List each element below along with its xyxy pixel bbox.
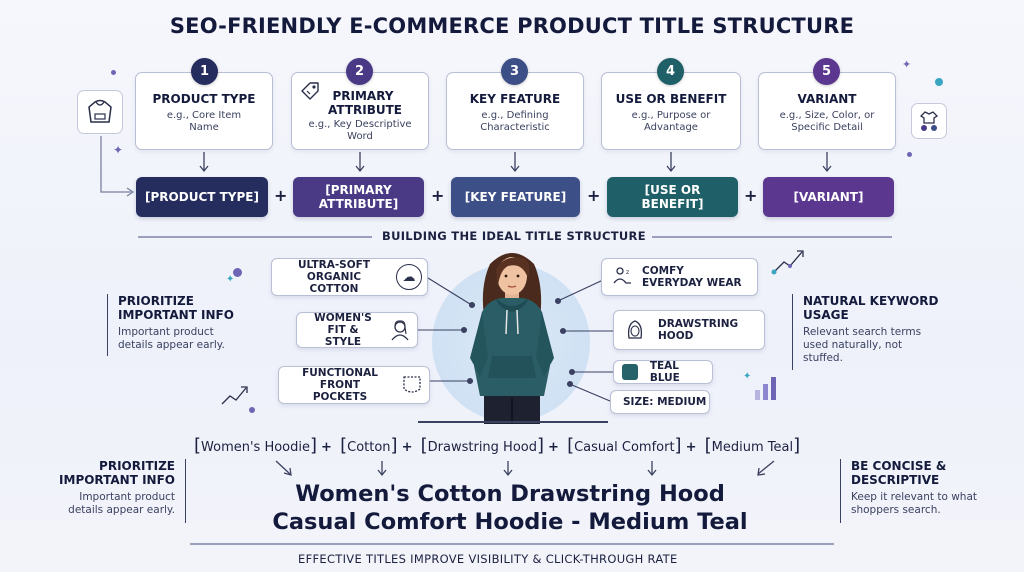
- formula-part: Casual Comfort: [574, 440, 675, 455]
- feature-label: COMFY EVERYDAY WEAR: [642, 265, 742, 289]
- hood-icon: [622, 317, 648, 343]
- formula-part: Drawstring Hood: [427, 440, 537, 455]
- step-desc: e.g., Purpose or Advantage: [631, 110, 711, 133]
- final-title-line1: Women's Cotton Drawstring Hood: [295, 481, 725, 507]
- chip-product-type: [PRODUCT TYPE]: [136, 177, 268, 217]
- pocket-icon: [399, 372, 425, 398]
- step-title: USE OR BENEFIT: [615, 92, 727, 106]
- footer-line: [190, 543, 834, 545]
- plus-sign: +: [685, 440, 697, 455]
- trend-line-icon: [221, 386, 255, 413]
- connector-arrow: [100, 136, 135, 197]
- side-note-heading: PRIORITIZE IMPORTANT INFO: [118, 294, 234, 322]
- down-arrows: [199, 152, 832, 173]
- formula-part: Women's Hoodie: [201, 440, 311, 455]
- side-note-heading: NATURAL KEYWORD USAGE: [803, 294, 939, 322]
- model-in-hoodie-illustration: [470, 253, 554, 424]
- side-note-right-top: NATURAL KEYWORD USAGE Relevant search te…: [792, 294, 952, 370]
- svg-text:z: z: [626, 269, 629, 276]
- footer-text: EFFECTIVE TITLES IMPROVE VISIBILITY & CL…: [298, 552, 678, 566]
- decor-dot: [233, 268, 242, 277]
- step-desc: e.g., Defining Characteristic: [480, 110, 550, 133]
- plus-sign: +: [431, 186, 445, 205]
- plus-sign: +: [401, 440, 413, 455]
- chip-primary-attribute: [PRIMARY ATTRIBUTE]: [293, 177, 424, 217]
- step-desc: e.g., Size, Color, or Specific Detail: [779, 110, 875, 133]
- decor-sparkle-icon: ✦: [113, 143, 124, 157]
- feature-connectors: [418, 277, 613, 402]
- step-box-product-type: PRODUCT TYPE e.g., Core Item Name: [135, 72, 273, 150]
- feature-label: DRAWSTRING HOOD: [658, 318, 739, 342]
- formula-part: Cotton: [347, 440, 391, 455]
- decor-dot: [907, 152, 912, 157]
- feature-pill-size: SIZE: MEDIUM: [610, 390, 710, 414]
- feature-label: TEAL BLUE: [649, 360, 680, 384]
- feature-pill-fit: WOMEN'S FIT & STYLE: [296, 312, 418, 348]
- woman-icon: [387, 317, 413, 343]
- step-number-badge: 4: [657, 58, 684, 85]
- chip-key-feature: [KEY FEATURE]: [451, 177, 580, 217]
- decor-sparkle-icon: ✦: [902, 58, 912, 71]
- step-desc: e.g., Core Item Name: [166, 110, 242, 133]
- decor-dot: [935, 78, 943, 86]
- formula-arrows: [275, 460, 775, 477]
- plus-sign: +: [274, 186, 288, 205]
- comfy-wear-icon: z: [610, 264, 636, 290]
- side-note-left-bottom: PRIORITIZE IMPORTANT INFO Important prod…: [42, 459, 186, 523]
- side-note-left-top: PRIORITIZE IMPORTANT INFO Important prod…: [107, 294, 257, 356]
- plus-sign: +: [321, 440, 332, 455]
- teal-swatch-icon: [622, 364, 638, 380]
- step-number-badge: 2: [346, 58, 373, 85]
- step-desc: e.g., Key Descriptive Word: [308, 119, 412, 142]
- chip-use-or-benefit: [USE OR BENEFIT]: [607, 177, 738, 217]
- variant-swatch-icon: [911, 103, 947, 139]
- tag-icon: [299, 80, 321, 102]
- ground-line: [418, 421, 608, 423]
- bar-chart-icon: [755, 377, 776, 400]
- step-number-badge: 5: [813, 58, 840, 85]
- plus-sign: +: [548, 440, 559, 455]
- divider-line: [138, 236, 372, 238]
- step-number-badge: 1: [191, 58, 218, 85]
- decor-sparkle-icon: ✦: [743, 371, 752, 382]
- step-box-key-feature: KEY FEATURE e.g., Defining Characteristi…: [446, 72, 584, 150]
- feature-label: ULTRA-SOFT ORGANIC COTTON: [297, 259, 371, 295]
- side-note-heading: PRIORITIZE IMPORTANT INFO: [59, 459, 175, 487]
- step-title: VARIANT: [797, 92, 857, 106]
- side-note-heading: BE CONCISE & DESCRIPTIVE: [851, 459, 947, 487]
- step-title: PRIMARY ATTRIBUTE: [328, 89, 402, 117]
- formula-part: Medium Teal: [711, 440, 794, 455]
- cotton-icon: ☁: [396, 264, 422, 290]
- page-title: SEO-FRIENDLY E-COMMERCE PRODUCT TITLE ST…: [169, 14, 855, 38]
- side-note-desc: Relevant search terms used naturally, no…: [803, 326, 922, 364]
- step-box-use-or-benefit: USE OR BENEFIT e.g., Purpose or Advantag…: [601, 72, 741, 150]
- feature-pill-comfy: z COMFY EVERYDAY WEAR: [601, 258, 758, 296]
- side-note-desc: Important product details appear early.: [68, 491, 175, 516]
- growth-chart-icon: [771, 250, 804, 275]
- feature-label: FUNCTIONAL FRONT POCKETS: [302, 367, 378, 403]
- step-title: PRODUCT TYPE: [152, 92, 256, 106]
- decor-sparkle-icon: ✦: [226, 274, 235, 285]
- feature-pill-color: TEAL BLUE: [613, 360, 713, 384]
- title-formula: [Women's Hoodie]+ [Cotton]+ [Drawstring …: [194, 435, 801, 456]
- feature-pill-cotton: ULTRA-SOFT ORGANIC COTTON ☁: [271, 258, 428, 296]
- step-title: KEY FEATURE: [469, 92, 561, 106]
- step-number-badge: 3: [501, 58, 528, 85]
- feature-label: SIZE: MEDIUM: [623, 396, 707, 408]
- decor-dot: [111, 70, 116, 75]
- feature-label: WOMEN'S FIT & STYLE: [314, 312, 372, 348]
- final-title-line2: Casual Comfort Hoodie - Medium Teal: [272, 509, 748, 535]
- plus-sign: +: [587, 186, 601, 205]
- plus-sign: +: [744, 186, 758, 205]
- feature-pill-pockets: FUNCTIONAL FRONT POCKETS: [278, 366, 430, 404]
- side-note-desc: Keep it relevant to what shoppers search…: [851, 491, 978, 516]
- side-note-desc: Important product details appear early.: [118, 326, 225, 351]
- step-box-variant: VARIANT e.g., Size, Color, or Specific D…: [758, 72, 896, 150]
- section-subheading: BUILDING THE IDEAL TITLE STRUCTURE: [382, 229, 646, 243]
- side-note-right-bottom: BE CONCISE & DESCRIPTIVE Keep it relevan…: [840, 459, 990, 523]
- divider-line: [652, 236, 892, 238]
- hoodie-icon: [77, 90, 123, 134]
- feature-pill-hood: DRAWSTRING HOOD: [613, 310, 765, 350]
- chip-variant: [VARIANT]: [763, 177, 894, 217]
